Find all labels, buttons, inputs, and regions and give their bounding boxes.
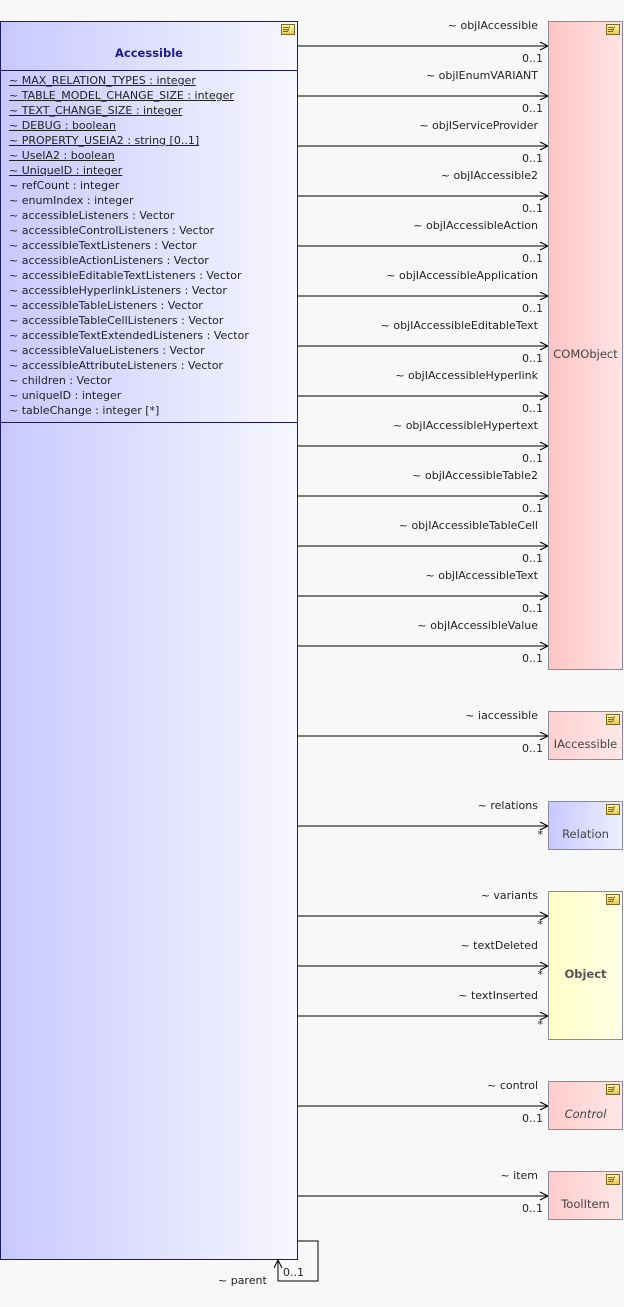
association-multiplicity: 0..1 — [522, 152, 543, 165]
class-iaccessible[interactable]: IAccessible — [548, 711, 623, 760]
association-multiplicity: 0..1 — [522, 552, 543, 565]
class-comobject[interactable]: COMObject — [548, 21, 623, 670]
class-toolitem[interactable]: ToolItem — [548, 1171, 623, 1220]
association-multiplicity: 0..1 — [522, 102, 543, 115]
attribute-item: ~ accessibleControlListeners : Vector — [9, 224, 215, 237]
association-multiplicity: 0..1 — [522, 1112, 543, 1125]
class-icon — [606, 714, 620, 725]
association-role: ~ variants — [480, 889, 538, 902]
attribute-item: ~ TEXT_CHANGE_SIZE : integer — [9, 104, 183, 117]
association-role: ~ objIServiceProvider — [419, 119, 538, 132]
association-multiplicity: 0..1 — [522, 252, 543, 265]
association-role: ~ objIAccessible — [447, 19, 538, 32]
self-association-arrowhead — [273, 1258, 283, 1269]
attribute-item: ~ refCount : integer — [9, 179, 120, 192]
association-multiplicity: 0..1 — [522, 742, 543, 755]
association-multiplicity: 0..1 — [522, 402, 543, 415]
association-multiplicity: 0..1 — [522, 52, 543, 65]
association-multiplicity: 0..1 — [522, 202, 543, 215]
class-accessible[interactable]: Accessible ~ MAX_RELATION_TYPES : intege… — [0, 21, 298, 1260]
association-role: ~ relations — [477, 799, 538, 812]
association-role: ~ objIAccessibleAction — [413, 219, 538, 232]
association-multiplicity: 0..1 — [522, 502, 543, 515]
association-role: ~ objIAccessibleText — [425, 569, 539, 582]
class-name-object: Object — [564, 967, 607, 981]
association-role: ~ textInserted — [458, 989, 538, 1002]
association-multiplicity: 0..1 — [522, 352, 543, 365]
attribute-item: ~ enumIndex : integer — [9, 194, 134, 207]
attribute-item: ~ uniqueID : integer — [9, 389, 122, 402]
association-role: ~ objIAccessibleApplication — [386, 269, 538, 282]
attribute-item: ~ TABLE_MODEL_CHANGE_SIZE : integer — [9, 89, 234, 102]
attribute-item: ~ PROPERTY_USEIA2 : string [0..1] — [9, 134, 200, 147]
class-relation[interactable]: Relation — [548, 801, 623, 850]
attribute-item: ~ accessibleTableCellListeners : Vector — [9, 314, 224, 327]
association-role: ~ objIAccessibleTable2 — [412, 469, 538, 482]
class-name-iaccessible: IAccessible — [553, 737, 618, 751]
class-icon — [606, 804, 620, 815]
association-multiplicity: * — [537, 828, 544, 841]
association-role: ~ iaccessible — [465, 709, 538, 722]
association-multiplicity: * — [537, 1018, 544, 1031]
association-multiplicity: 0..1 — [522, 602, 543, 615]
class-icon — [281, 24, 295, 35]
attribute-item: ~ UniqueID : integer — [9, 164, 123, 177]
association-multiplicity: 0..1 — [522, 452, 543, 465]
attribute-item: ~ accessibleTextListeners : Vector — [9, 239, 197, 252]
class-object[interactable]: Object — [548, 891, 623, 1040]
attributes-separator — [1, 422, 297, 423]
association-multiplicity: * — [537, 918, 544, 931]
self-association-line — [277, 1240, 319, 1282]
association-role: ~ objIAccessibleEditableText — [380, 319, 538, 332]
attribute-item: ~ accessibleTextExtendedListeners : Vect… — [9, 329, 249, 342]
attribute-item: ~ accessibleActionListeners : Vector — [9, 254, 209, 267]
association-role: ~ objIAccessibleHyperlink — [395, 369, 538, 382]
association-role: ~ item — [500, 1169, 538, 1182]
self-association-multiplicity: 0..1 — [283, 1266, 304, 1279]
association-role: ~ textDeleted — [460, 939, 538, 952]
class-icon — [606, 1084, 620, 1095]
association-role: ~ objIAccessibleValue — [417, 619, 538, 632]
class-control[interactable]: Control — [548, 1081, 623, 1130]
attribute-item: ~ accessibleEditableTextListeners : Vect… — [9, 269, 242, 282]
association-role: ~ objIAccessibleHypertext — [392, 419, 538, 432]
attribute-item: ~ tableChange : integer [*] — [9, 404, 160, 417]
class-name-comobject: COMObject — [553, 347, 618, 361]
attribute-item: ~ DEBUG : boolean — [9, 119, 116, 132]
association-multiplicity: 0..1 — [522, 1202, 543, 1215]
association-role: ~ objIEnumVARIANT — [425, 69, 538, 82]
class-icon — [606, 894, 620, 905]
association-multiplicity: 0..1 — [522, 652, 543, 665]
association-multiplicity: * — [537, 968, 544, 981]
attribute-item: ~ accessibleListeners : Vector — [9, 209, 175, 222]
association-multiplicity: 0..1 — [522, 302, 543, 315]
attribute-item: ~ accessibleTableListeners : Vector — [9, 299, 203, 312]
class-icon — [606, 1174, 620, 1185]
attribute-item: ~ MAX_RELATION_TYPES : integer — [9, 74, 196, 87]
attribute-item: ~ accessibleAttributeListeners : Vector — [9, 359, 223, 372]
class-name-control: Control — [564, 1107, 607, 1121]
attribute-item: ~ accessibleValueListeners : Vector — [9, 344, 205, 357]
attribute-item: ~ UseIA2 : boolean — [9, 149, 115, 162]
association-role: ~ objIAccessibleTableCell — [398, 519, 538, 532]
attribute-item: ~ children : Vector — [9, 374, 112, 387]
association-role: ~ control — [487, 1079, 538, 1092]
class-name-accessible: Accessible — [115, 46, 183, 60]
class-icon — [606, 24, 620, 35]
association-role: ~ objIAccessible2 — [440, 169, 538, 182]
class-name-toolitem: ToolItem — [561, 1197, 610, 1211]
name-separator — [1, 70, 297, 71]
class-name-relation: Relation — [562, 827, 609, 841]
attribute-item: ~ accessibleHyperlinkListeners : Vector — [9, 284, 227, 297]
self-association-role: ~ parent — [218, 1274, 267, 1287]
